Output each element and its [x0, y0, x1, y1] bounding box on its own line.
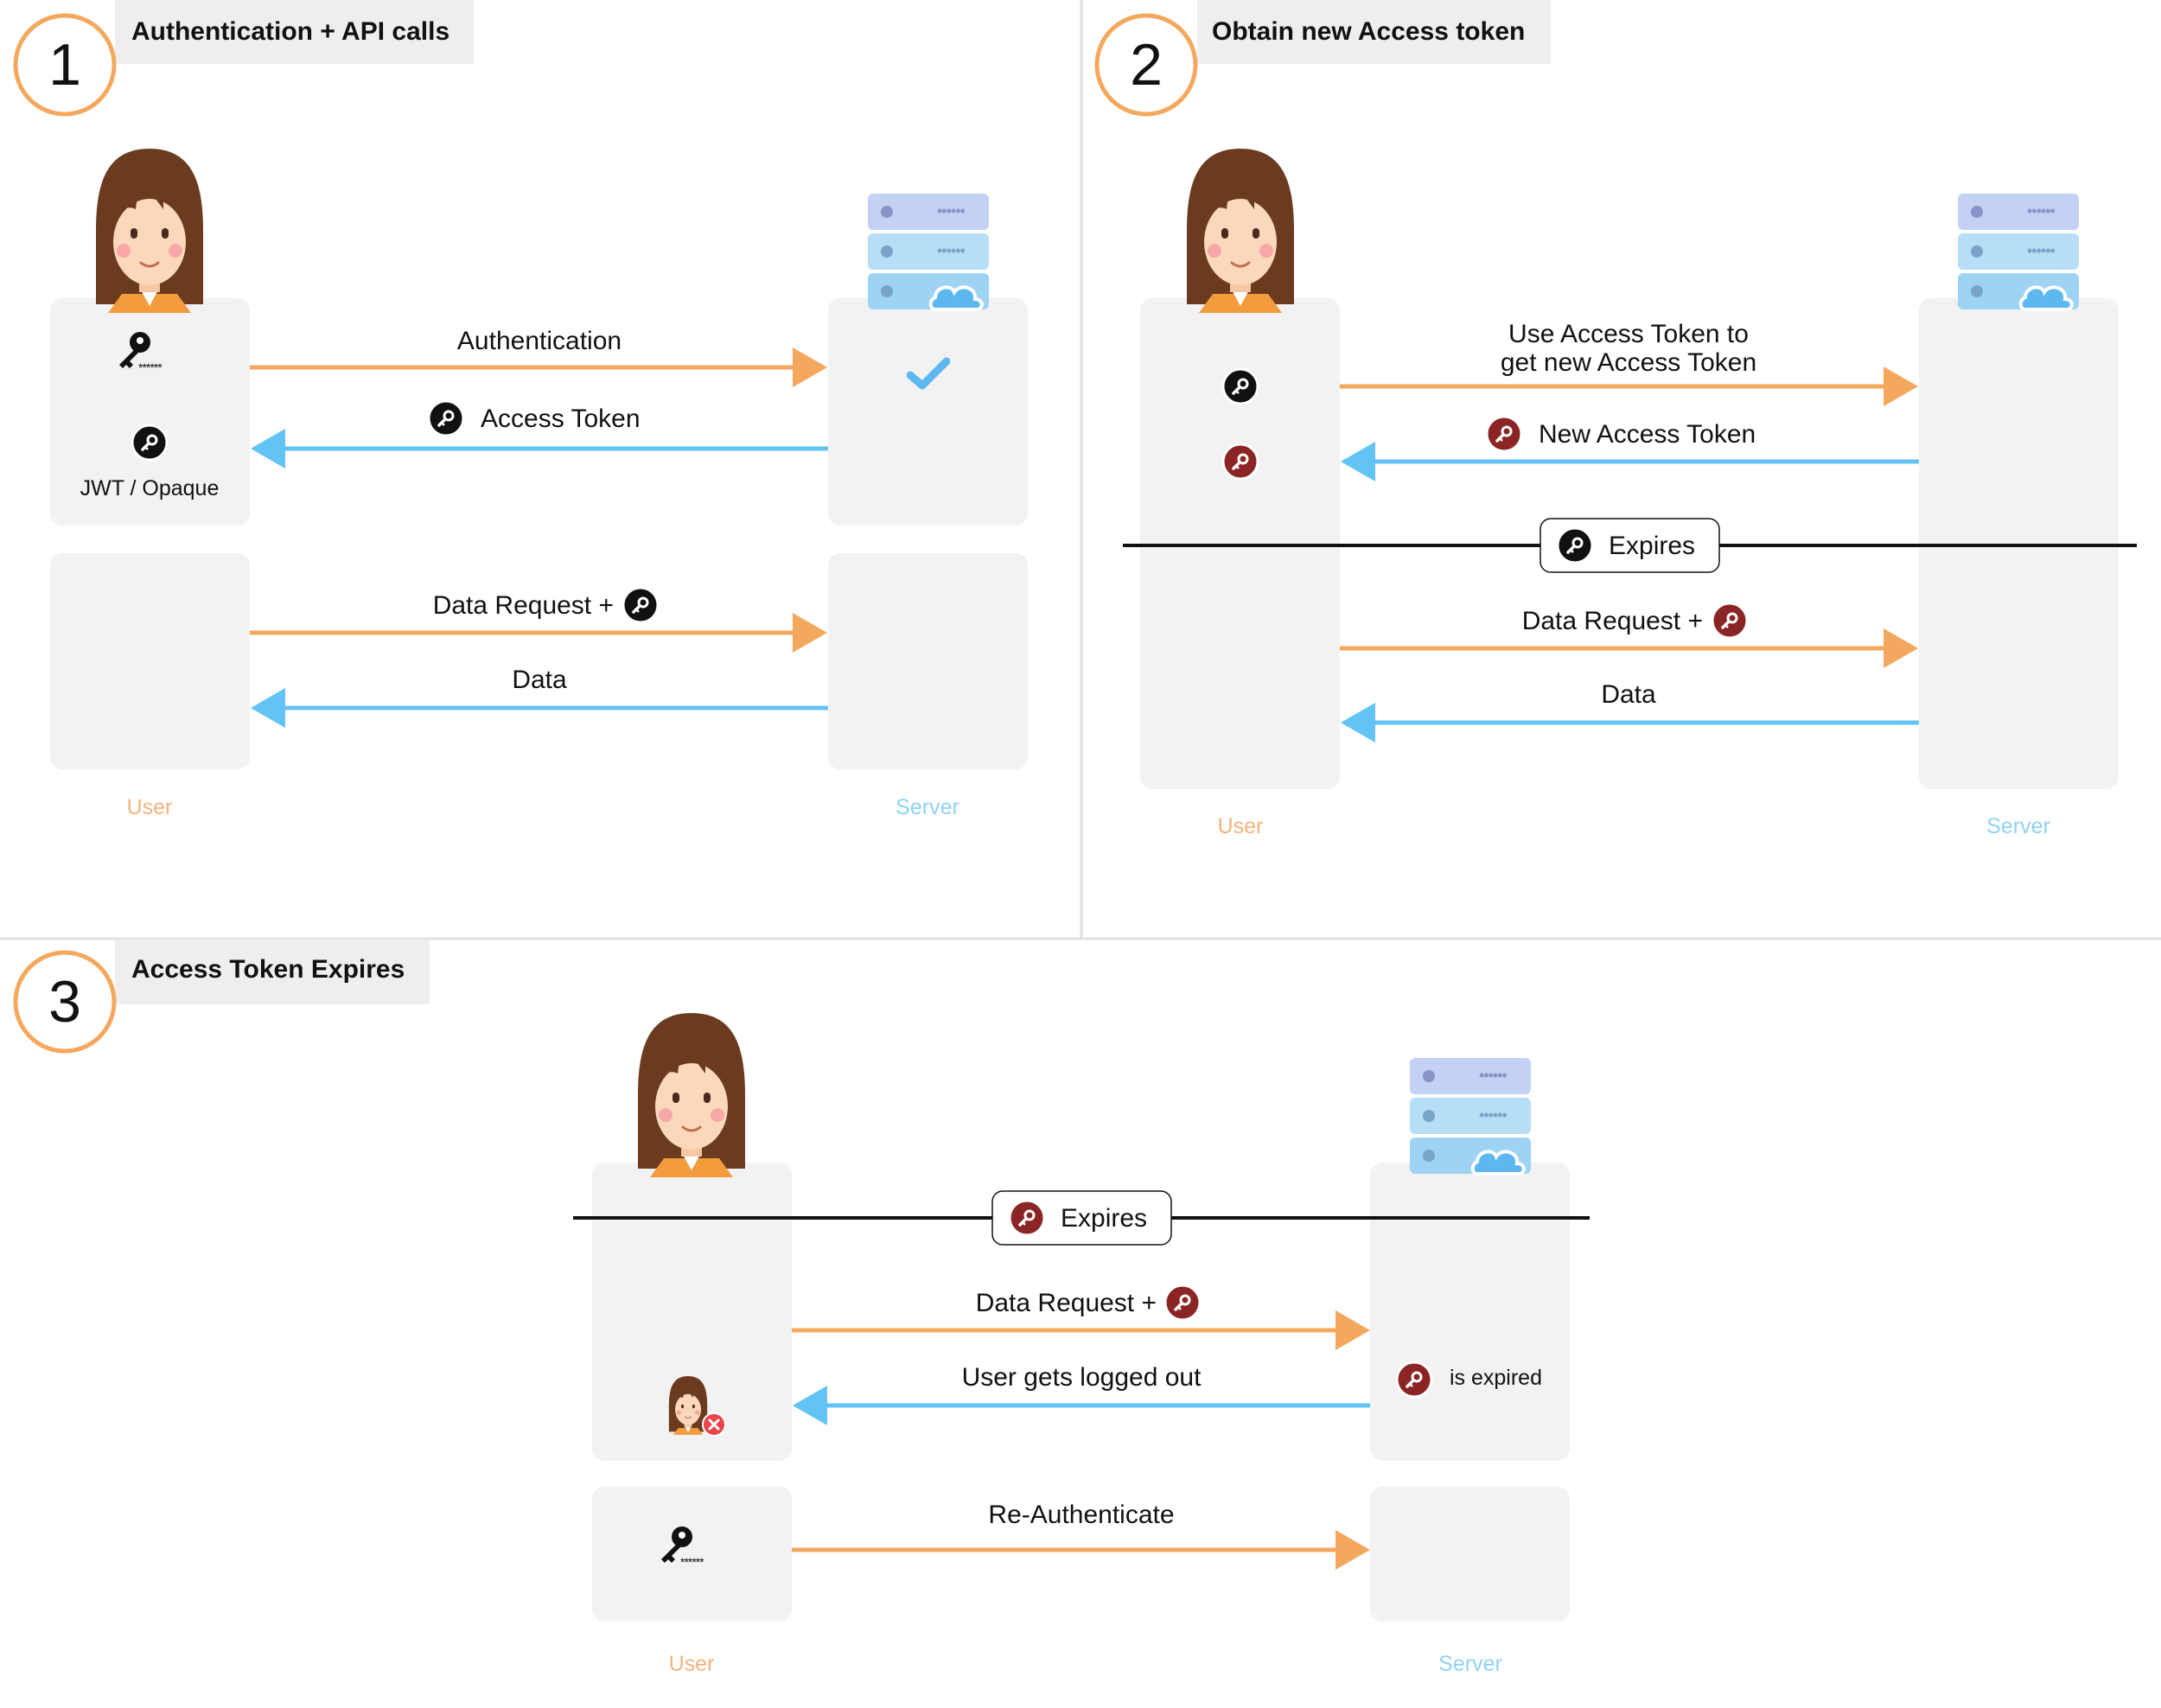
section-2-title: Obtain new Access token	[1212, 17, 1525, 46]
use-token-label-line1: Use Access Token to	[1508, 320, 1749, 348]
expires-label: Expires	[1061, 1204, 1147, 1233]
user-label: User	[127, 795, 173, 819]
step-3-badge	[13, 950, 117, 1054]
expired-token-icon	[1008, 1199, 1046, 1237]
section-2-title-box	[1197, 0, 1551, 64]
new-token-icon	[1711, 602, 1749, 640]
arrowhead-logged-out	[793, 1386, 827, 1425]
data-request-label: Data Request +	[976, 1289, 1157, 1317]
arrowhead-new-token	[1341, 442, 1375, 481]
server-label: Server	[1986, 814, 2050, 838]
user-lane-lower	[50, 553, 250, 769]
server-stack-icon	[868, 194, 989, 311]
woman-avatar-icon	[94, 149, 205, 313]
logged-out-label: User gets logged out	[962, 1363, 1202, 1392]
section-3-title-box	[115, 940, 430, 1004]
section-1: 1 Authentication + API calls JWT / Opaqu…	[13, 0, 1028, 819]
section-3-title: Access Token Expires	[131, 955, 405, 984]
server-label: Server	[896, 795, 959, 819]
server-stack-icon	[1410, 1058, 1531, 1176]
expires-label: Expires	[1609, 532, 1695, 560]
server-stack-icon	[1958, 194, 2079, 311]
new-token-icon	[1485, 415, 1523, 453]
is-expired-label: is expired	[1450, 1366, 1542, 1390]
server-lane-upper	[828, 298, 1028, 526]
server-label: Server	[1438, 1652, 1502, 1676]
authentication-label: Authentication	[457, 327, 622, 355]
server-lane-lower	[828, 553, 1028, 769]
token-icon	[1556, 526, 1594, 564]
expired-token-icon	[1163, 1284, 1202, 1322]
token-icon	[427, 399, 465, 437]
step-1-number: 1	[48, 32, 81, 98]
arrowhead-use-token	[1884, 366, 1918, 406]
user-label: User	[1218, 814, 1264, 838]
use-token-label-line2: get new Access Token	[1501, 348, 1756, 377]
new-access-token-label: New Access Token	[1539, 420, 1756, 449]
data-request-label: Data Request +	[433, 591, 614, 620]
server-lane-lower	[1370, 1487, 1570, 1622]
step-2-badge	[1094, 13, 1198, 117]
arrowhead-data-request	[1335, 1310, 1370, 1350]
data-label: Data	[1601, 680, 1656, 709]
new-token-icon	[1221, 443, 1259, 481]
arrowhead-data	[1341, 703, 1375, 742]
arrowhead-data-request	[1884, 628, 1918, 668]
arrowhead-reauthenticate	[1335, 1530, 1370, 1570]
token-icon	[1221, 367, 1259, 405]
logged-out-user-icon	[668, 1376, 726, 1437]
step-3-number: 3	[48, 969, 81, 1035]
arrowhead-data	[251, 688, 285, 728]
user-lane-upper	[592, 1163, 792, 1461]
data-label: Data	[512, 666, 567, 694]
server-lane-upper	[1370, 1163, 1570, 1461]
data-request-label: Data Request +	[1522, 607, 1703, 635]
token-icon	[131, 424, 169, 462]
expired-token-icon	[1395, 1361, 1433, 1399]
access-token-label: Access Token	[481, 405, 641, 433]
arrowhead-authentication	[793, 347, 827, 387]
token-icon	[622, 586, 660, 624]
token-type-label: JWT / Opaque	[80, 476, 220, 500]
user-lane-lower	[592, 1487, 792, 1622]
reauthenticate-label: Re-Authenticate	[988, 1501, 1174, 1529]
user-lane-upper	[50, 298, 250, 526]
section-2: 2 Obtain new Access token Use Access Tok…	[1094, 0, 2137, 838]
section-1-title-box	[115, 0, 474, 64]
section-1-title: Authentication + API calls	[131, 17, 449, 46]
step-2-number: 2	[1130, 32, 1163, 98]
user-label: User	[669, 1652, 715, 1676]
woman-avatar-icon	[636, 1013, 747, 1177]
arrowhead-access-token	[251, 429, 285, 468]
section-3: 3 Access Token Expires Expires Data Requ…	[13, 940, 1590, 1676]
step-1-badge	[13, 13, 117, 117]
woman-avatar-icon	[1185, 149, 1296, 313]
arrowhead-data-request	[793, 613, 827, 653]
